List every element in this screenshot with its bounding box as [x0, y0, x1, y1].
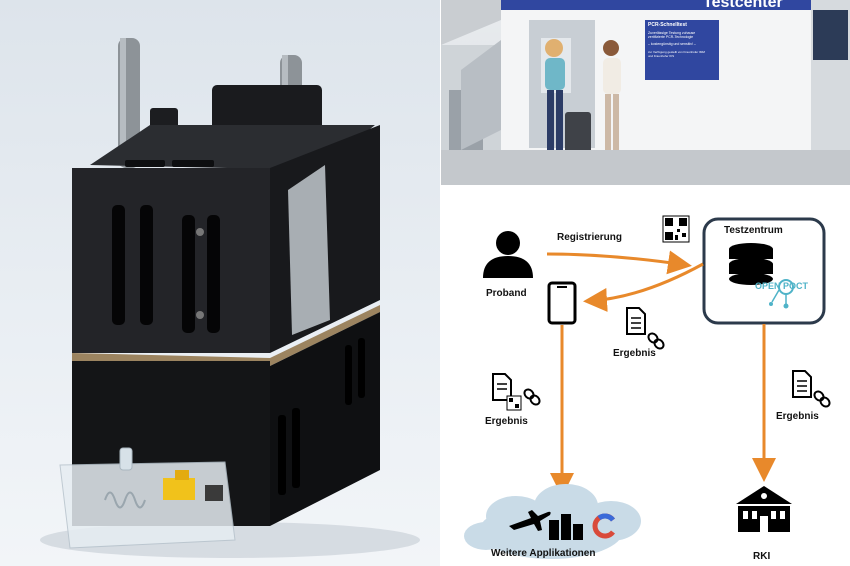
dataflow-graphics — [464, 215, 831, 559]
result-arrow-to-phone — [583, 262, 704, 312]
poster-title: PCR-Schnelltest — [648, 22, 687, 28]
document-link-icon-center — [626, 307, 665, 350]
pcr-poster: PCR-Schnelltest Zuverlässige Testung zuh… — [648, 22, 718, 80]
document-link-icon-right — [792, 370, 831, 408]
proband-label: Proband — [486, 288, 527, 299]
poster-line: und Fraunhofer IKS — [648, 54, 675, 58]
testcenter-header-sign: Testcenter — [703, 0, 783, 11]
openpoct-logo-text: OPEN POCT — [755, 281, 809, 291]
airplane-icon — [509, 510, 551, 531]
registration-label: Registrierung — [557, 232, 623, 243]
testcenter-scene: Testcenter PCR-Schnelltest Zuverlässige … — [441, 0, 850, 185]
database-icon — [729, 243, 773, 285]
dataflow-diagram: Proband Registrierung Testzentrum OPEN P… — [441, 186, 850, 566]
rki-building-icon — [736, 486, 792, 532]
person-icon — [483, 231, 533, 278]
smartphone-icon — [547, 281, 577, 325]
rki-label: RKI — [753, 551, 771, 562]
testzentrum-label: Testzentrum — [724, 225, 783, 236]
result-label-right: Ergebnis — [776, 411, 819, 422]
openpoct-logo-icon — [769, 279, 794, 309]
result-label-left: Ergebnis — [485, 416, 528, 427]
testcenter-illustration — [441, 0, 850, 185]
poster-line: zertifizierte PCR-Technologie — [648, 35, 694, 39]
pcr-device-image — [40, 38, 420, 558]
poster-line: – kostengünstig und sensitiv! – — [648, 42, 696, 46]
poster-line: Zuverlässige Testung zuhause — [648, 31, 696, 35]
buildings-icon — [549, 514, 583, 540]
registration-arrow — [546, 250, 692, 275]
result-label-center: Ergebnis — [613, 348, 656, 359]
app-logo-icon — [592, 513, 615, 539]
qr-code-icon — [662, 215, 690, 243]
device-photo — [0, 0, 440, 566]
document-link-icon-left — [492, 373, 541, 411]
poster-line: zur Verfügung gestellt von Fraunhofer IM… — [648, 50, 705, 54]
apps-label: Weitere Applikationen — [491, 548, 596, 559]
